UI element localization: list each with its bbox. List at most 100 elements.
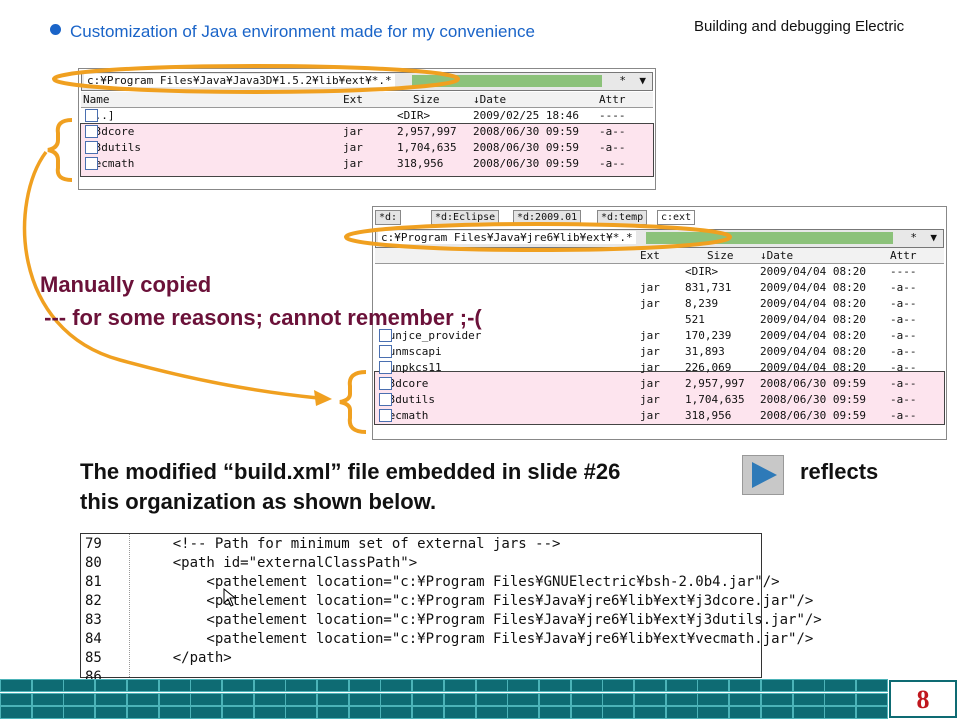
table-row[interactable]: [..]<DIR>2009/02/25 18:46---- [81,109,653,124]
path-bar[interactable]: c:¥Program Files¥Java¥Java3D¥1.5.2¥lib¥e… [81,72,653,91]
path-text[interactable]: c:¥Program Files¥Java¥Java3D¥1.5.2¥lib¥e… [84,74,395,87]
play-icon [752,462,777,488]
file-ext: jar [640,329,660,342]
column-attr[interactable]: Attr [890,249,917,262]
file-name: vecmath [85,157,134,170]
footer-grid-cell [221,706,254,719]
column-header: Name Ext Size ↓Date Attr [81,92,653,108]
path-bar[interactable]: c:¥Program Files¥Java¥jre6¥lib¥ext¥*.* *… [375,229,944,248]
file-size: 226,069 [685,361,732,374]
file-attr: -a-- [890,329,917,342]
footer-grid-cell [729,679,762,692]
star-button[interactable]: * [910,231,917,244]
footer-grid-cell [855,679,888,692]
code-line: <!-- Path for minimum set of external ja… [139,536,561,552]
file-ext: jar [343,141,363,154]
tab-d[interactable]: *d: [375,210,402,225]
file-attr: -a-- [890,393,917,406]
line-number: 84 [85,631,102,647]
footer-grid-cell [538,679,571,692]
footer-grid-cell [570,706,603,719]
code-line: <path id="externalClassPath"> [139,555,418,571]
file-attr: -a-- [890,297,917,310]
file-manager-bottom: *d: *d:Eclipse *d:2009.01 *d:temp c:ext … [372,206,947,440]
file-attr: ---- [890,265,917,278]
tab-c-ext[interactable]: c:ext [657,210,696,225]
column-attr[interactable]: Attr [599,93,626,106]
file-name-text: j3dcore [88,125,135,138]
file-date: 2008/06/30 09:59 [473,141,579,154]
annotation-line2: --- for some reasons; cannot remember ;-… [38,305,482,330]
file-ext: jar [640,409,660,422]
footer-grid-cell [158,692,191,706]
file-ext: jar [640,377,660,390]
file-name: vecmath [379,409,428,422]
footer-grid-cell [348,692,381,706]
file-date: 2009/04/04 08:20 [760,297,866,310]
column-ext[interactable]: Ext [343,93,363,106]
column-name[interactable]: Name [83,93,110,106]
column-ext[interactable]: Ext [640,249,660,262]
footer-grid-cell [634,692,666,706]
code-line: <pathelement location="c:¥Program Files¥… [139,574,780,590]
footer-grid-cell [855,706,888,719]
file-ext: jar [640,297,660,310]
footer-grid-cell [538,706,571,719]
dropdown-arrow-icon[interactable]: ▼ [639,74,646,87]
star-button[interactable]: * [619,74,626,87]
footer-grid-cell [634,706,666,719]
java-file-icon [379,393,392,406]
code-listing: 79 <!-- Path for minimum set of external… [80,533,822,685]
footer-grid-cell [824,706,857,719]
footer-grid-cell [0,706,32,719]
footer-grid-cell [602,706,635,719]
code-line: <pathelement location="c:¥Program Files¥… [139,593,814,609]
footer-grid [0,679,888,720]
left-brace-top [47,118,73,182]
file-attr: -a-- [890,281,917,294]
footer-grid-cell [126,706,159,719]
file-size: 318,956 [685,409,732,422]
dropdown-arrow-icon[interactable]: ▼ [930,231,937,244]
line-number: 82 [85,593,102,609]
highlight-ellipse-top [52,64,460,94]
arrow-head-icon [314,390,332,406]
file-attr: -a-- [890,361,917,374]
footer-grid-cell [190,679,223,692]
file-ext: jar [343,125,363,138]
column-size[interactable]: Size [707,249,734,262]
file-date: 2008/06/30 09:59 [760,377,866,390]
file-date: 2008/06/30 09:59 [760,393,866,406]
slide-link-button[interactable] [742,455,784,495]
column-size[interactable]: Size [413,93,440,106]
footer-grid-cell [190,706,223,719]
path-text[interactable]: c:¥Program Files¥Java¥jre6¥lib¥ext¥*.* [378,231,636,244]
footer-grid-cell [570,692,603,706]
file-ext: jar [640,393,660,406]
column-date[interactable]: ↓Date [760,249,794,262]
file-attr: -a-- [890,313,917,326]
java-file-icon [85,157,98,170]
footer-grid-cell [824,679,857,692]
footer-grid-cell [95,679,128,692]
highlight-box [374,371,945,425]
column-date[interactable]: ↓Date [473,93,507,106]
file-name: sunpkcs11 [379,361,442,374]
footer-grid-cell [285,679,318,692]
file-date: 2008/06/30 09:59 [473,125,579,138]
footer-grid-cell [158,706,191,719]
line-number: 85 [85,650,102,666]
tab-d-2009[interactable]: *d:2009.01 [513,210,582,225]
file-size: 8,239 [685,297,719,310]
footer-grid-cell [190,692,223,706]
